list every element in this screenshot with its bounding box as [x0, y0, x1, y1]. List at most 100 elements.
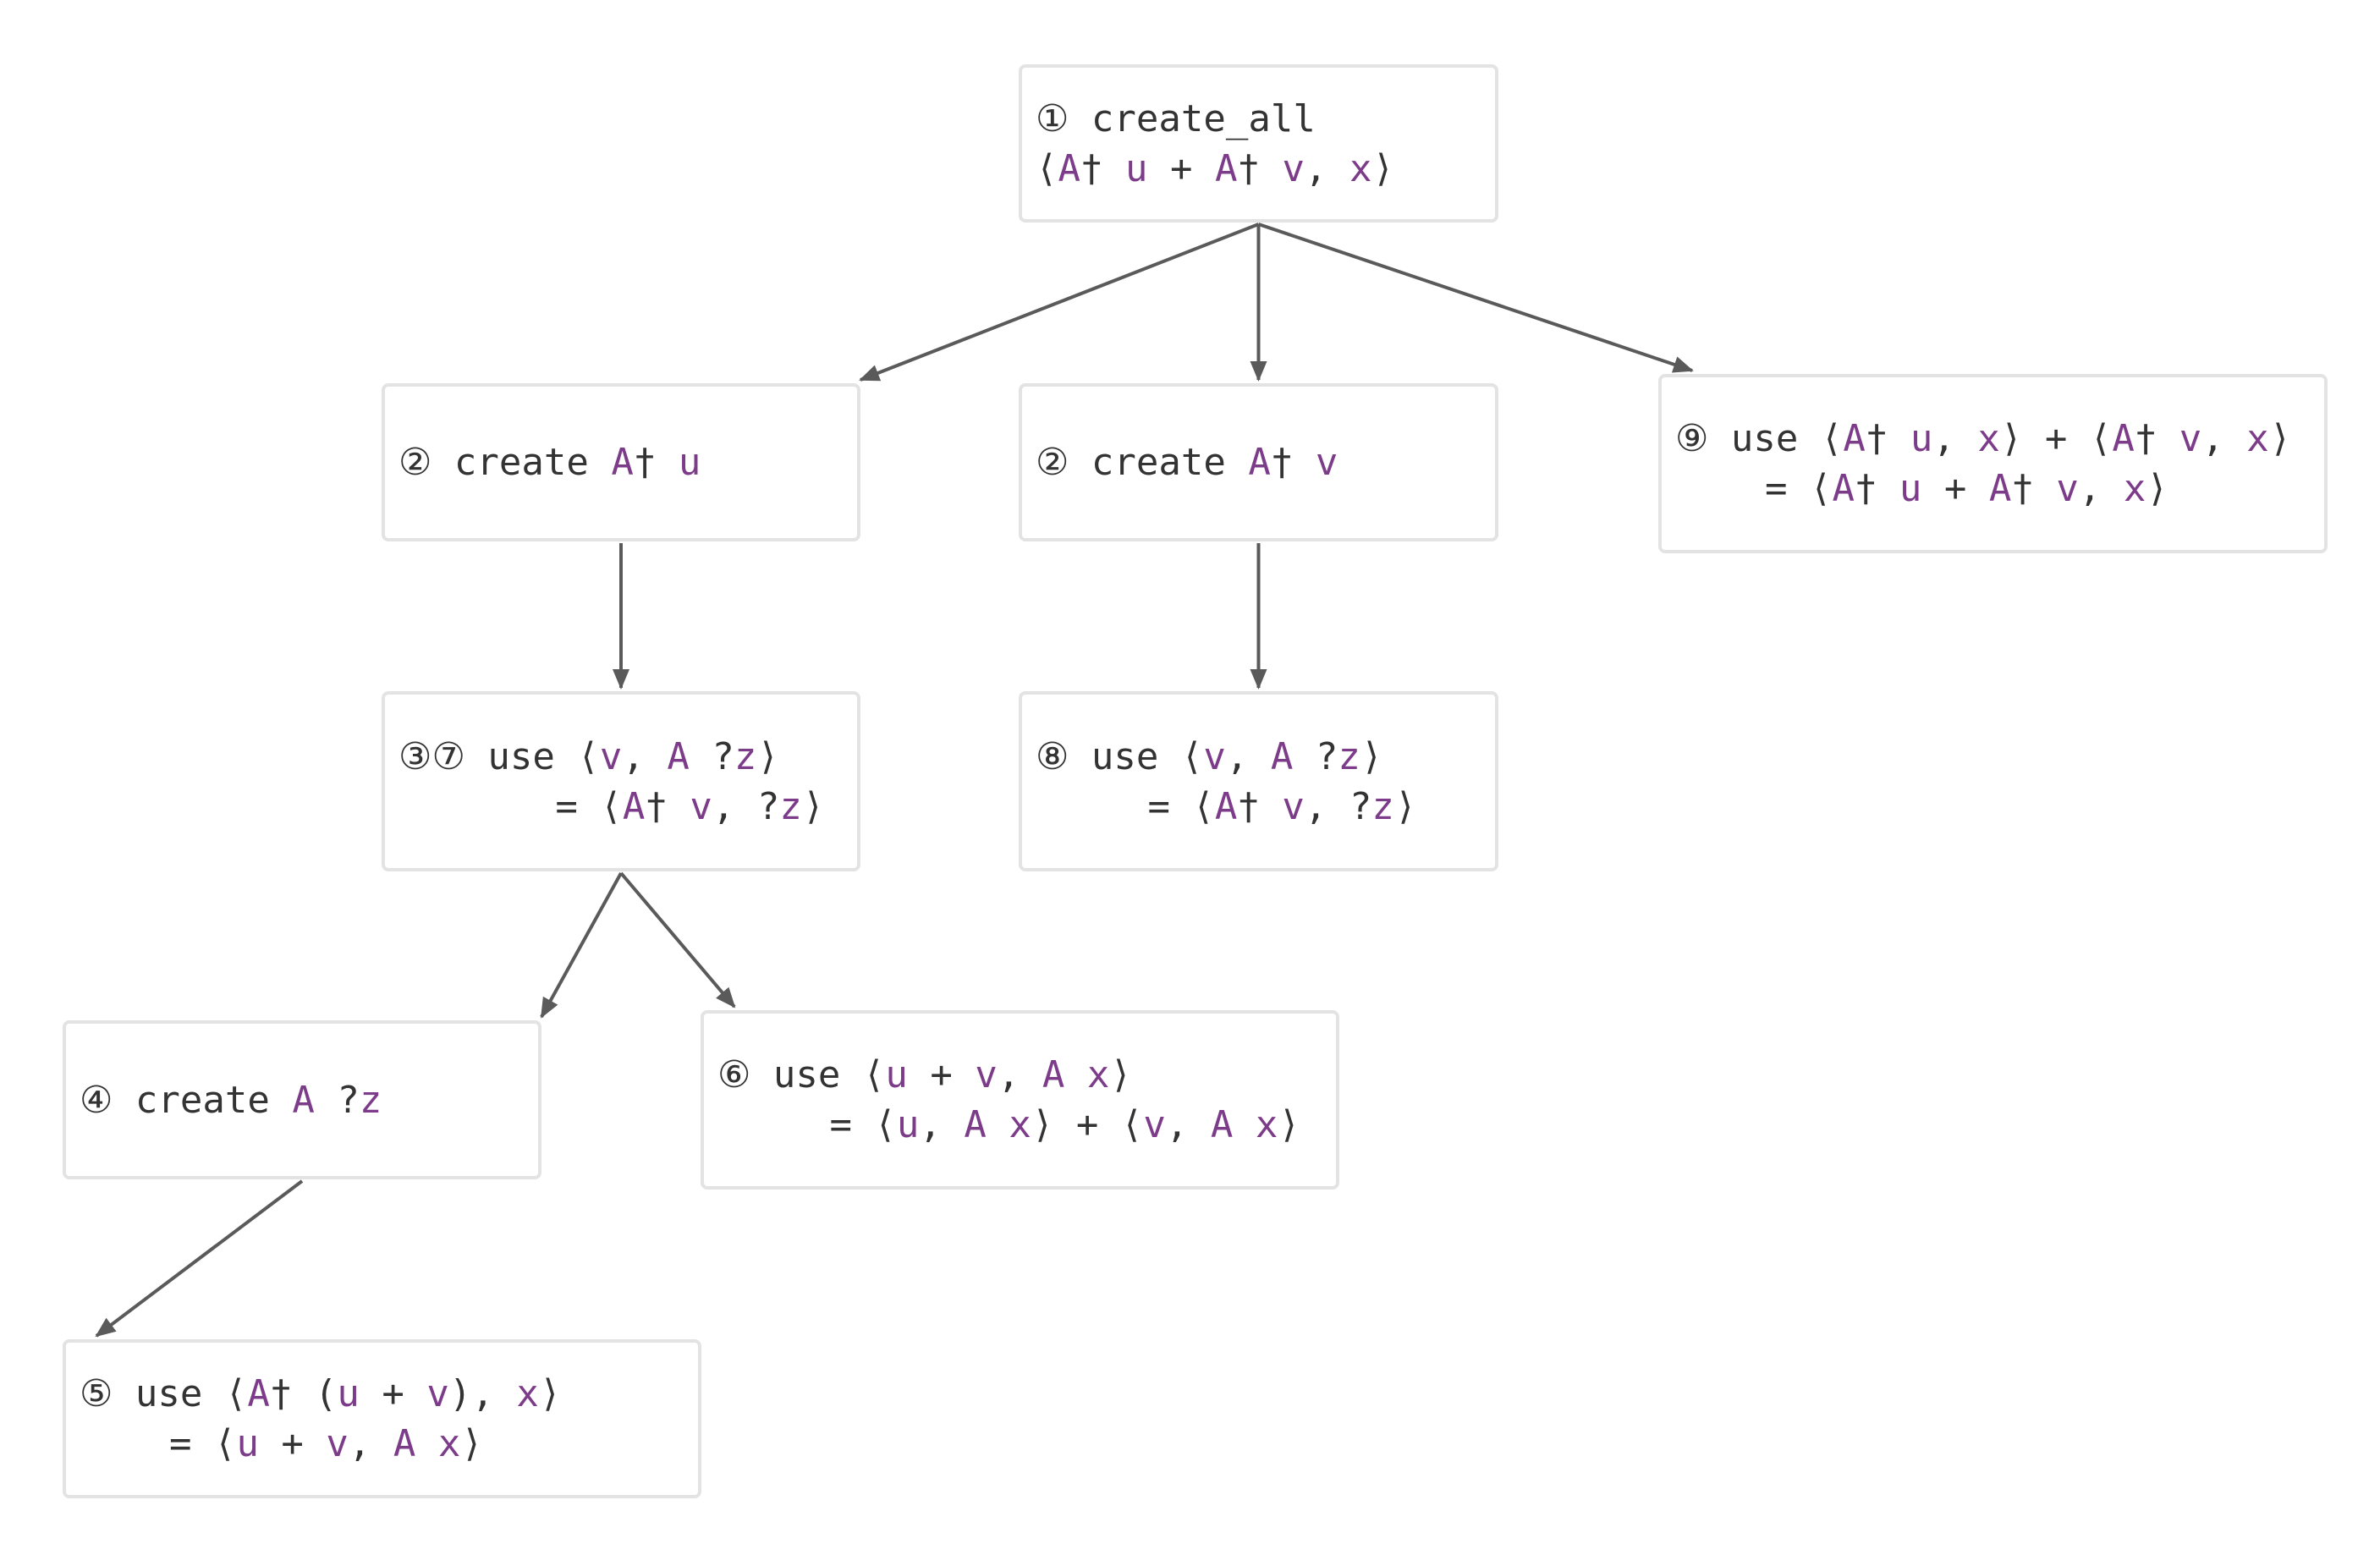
node-label: ② create A† v — [1036, 437, 1338, 487]
math-text: , — [1932, 417, 1978, 460]
math-variable: A — [1988, 467, 2012, 510]
math-text: , ? — [1304, 784, 1372, 828]
math-variable: v — [1282, 146, 1305, 190]
math-variable: u — [1910, 417, 1933, 460]
math-text: † — [633, 441, 679, 484]
node-use-linearity[interactable]: ⑥ use ⟨u + v, A x⟩ = ⟨u, A x⟩ + ⟨v, A x⟩ — [701, 1010, 1339, 1190]
math-variable: x — [437, 1422, 461, 1465]
math-text: , — [1225, 734, 1271, 778]
math-text: † — [2134, 417, 2179, 460]
math-variable: x — [2123, 467, 2146, 510]
math-variable: u — [896, 1103, 920, 1146]
math-text: ⑨ use ⟨ — [1675, 417, 1844, 460]
node-label: ③⑦ use ⟨v, A ?z⟩ = ⟨A† v, ?z⟩ — [398, 732, 824, 832]
node-create-adjoint-u[interactable]: ② create A† u — [382, 383, 860, 541]
math-text: + — [1147, 146, 1215, 190]
math-variable: A — [1210, 1103, 1234, 1146]
math-variable: A — [1248, 441, 1271, 484]
math-text: , — [919, 1103, 965, 1146]
math-variable: v — [326, 1422, 349, 1465]
node-label: ⑧ use ⟨v, A ?z⟩ = ⟨A† v, ?z⟩ — [1036, 732, 1416, 832]
math-text: + — [258, 1422, 327, 1465]
node-label-line: ② create A† u — [398, 437, 701, 487]
node-label-line: ⑤ use ⟨A† (u + v), x⟩ — [80, 1369, 561, 1419]
math-variable: A — [622, 784, 646, 828]
node-create-all[interactable]: ① create_all⟨A† u + A† v, x⟩ — [1019, 64, 1498, 223]
math-variable: A — [1042, 1053, 1065, 1096]
math-text: , — [997, 1053, 1042, 1096]
math-variable: v — [1282, 784, 1305, 828]
node-create-adjoint-v[interactable]: ② create A† v — [1019, 383, 1498, 541]
node-label-line: ⟨A† u + A† v, x⟩ — [1036, 144, 1394, 194]
math-text: + — [907, 1053, 976, 1096]
math-variable: A — [2112, 417, 2135, 460]
math-text: ⟩ — [801, 784, 825, 828]
node-label-line: = ⟨u + v, A x⟩ — [80, 1419, 561, 1469]
node-use-adjoint-v[interactable]: ③⑦ use ⟨v, A ?z⟩ = ⟨A† v, ?z⟩ — [382, 691, 860, 871]
math-variable: u — [885, 1053, 908, 1096]
node-use-adjoint-v-second[interactable]: ⑧ use ⟨v, A ?z⟩ = ⟨A† v, ?z⟩ — [1019, 691, 1498, 871]
math-text: ⑤ use ⟨ — [80, 1372, 248, 1415]
math-text: ⟩ + ⟨ — [1031, 1103, 1144, 1146]
math-text: , — [2078, 467, 2124, 510]
math-text: ⟨ — [1036, 146, 1058, 190]
math-variable: z — [779, 784, 802, 828]
node-label: ② create A† u — [398, 437, 701, 487]
math-text: , ? — [712, 784, 780, 828]
node-use-adjoint-sum[interactable]: ⑤ use ⟨A† (u + v), x⟩ = ⟨u + v, A x⟩ — [63, 1339, 701, 1498]
math-variable: A — [1270, 734, 1294, 778]
math-text: = ⟨ — [1036, 784, 1215, 828]
edge-n37-to-n4 — [540, 872, 623, 1019]
math-text: ⟩ — [1393, 784, 1417, 828]
node-label-line: = ⟨A† v, ?z⟩ — [1036, 782, 1416, 832]
math-variable: z — [359, 1078, 382, 1122]
math-variable: z — [1371, 784, 1394, 828]
edge-n37-to-n6 — [619, 871, 736, 1008]
math-variable: v — [2056, 467, 2079, 510]
math-text: † — [1237, 784, 1283, 828]
math-text: ⟩ — [2146, 467, 2168, 510]
math-variable: u — [1899, 467, 1922, 510]
node-label: ① create_all⟨A† u + A† v, x⟩ — [1036, 94, 1394, 194]
math-variable: A — [667, 734, 690, 778]
math-text: ② create — [1036, 441, 1249, 484]
node-label-line: = ⟨A† v, ?z⟩ — [398, 782, 824, 832]
math-text: ⑥ use ⟨ — [717, 1053, 886, 1096]
math-text: † — [1270, 441, 1316, 484]
math-text: ⟩ — [1109, 1053, 1132, 1096]
math-variable: A — [1832, 467, 1855, 510]
node-create-a-z[interactable]: ④ create A ?z — [63, 1020, 541, 1179]
math-variable: u — [236, 1422, 259, 1465]
math-variable: x — [1255, 1103, 1278, 1146]
math-variable: v — [426, 1372, 449, 1415]
math-variable: A — [1843, 417, 1866, 460]
math-text: ⟩ — [1278, 1103, 1300, 1146]
math-variable: A — [964, 1103, 987, 1146]
math-text: † ( — [269, 1372, 338, 1415]
math-variable: v — [599, 734, 623, 778]
math-variable: v — [975, 1053, 998, 1096]
math-variable: A — [1214, 784, 1238, 828]
math-variable: A — [1058, 146, 1081, 190]
math-text: † — [1237, 146, 1283, 190]
math-text: ? — [1293, 734, 1338, 778]
node-label-line: ⑥ use ⟨u + v, A x⟩ — [717, 1050, 1300, 1100]
math-text: † — [2011, 467, 2057, 510]
node-label: ④ create A ?z — [80, 1075, 382, 1125]
math-text: = ⟨ — [398, 784, 623, 828]
math-text: ? — [689, 734, 734, 778]
math-variable: v — [1143, 1103, 1166, 1146]
node-label: ⑤ use ⟨A† (u + v), x⟩ = ⟨u + v, A x⟩ — [80, 1369, 561, 1469]
math-text: , — [2201, 417, 2247, 460]
math-variable: u — [678, 441, 701, 484]
math-text: , — [1304, 146, 1349, 190]
math-text: † — [1854, 467, 1899, 510]
math-text — [415, 1422, 438, 1465]
math-text — [1233, 1103, 1256, 1146]
node-label-line: ④ create A ?z — [80, 1075, 382, 1125]
math-text: ⟩ — [2268, 417, 2292, 460]
math-variable: x — [1009, 1103, 1031, 1146]
math-text: ⟩ — [1371, 146, 1394, 190]
node-use-sum-identity[interactable]: ⑨ use ⟨A† u, x⟩ + ⟨A† v, x⟩ = ⟨A† u + A†… — [1658, 374, 2328, 553]
